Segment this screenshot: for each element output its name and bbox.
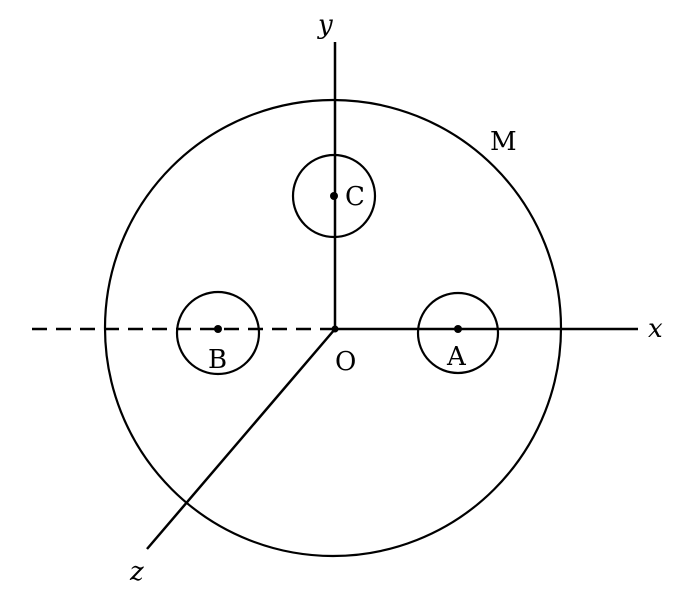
label-o: O (335, 347, 356, 377)
label-y: y (317, 10, 333, 40)
label-b: B (208, 345, 227, 375)
label-a: A (446, 342, 467, 372)
point-a (454, 325, 462, 333)
point-c (330, 192, 338, 200)
label-z: z (129, 557, 144, 587)
circle-b (175, 290, 261, 376)
label-x: x (648, 314, 663, 344)
point-o (331, 325, 339, 333)
point-b (214, 325, 222, 333)
label-c: C (345, 182, 365, 212)
z-axis (146, 328, 336, 550)
label-m: M (490, 127, 517, 157)
circle-a (416, 291, 500, 375)
